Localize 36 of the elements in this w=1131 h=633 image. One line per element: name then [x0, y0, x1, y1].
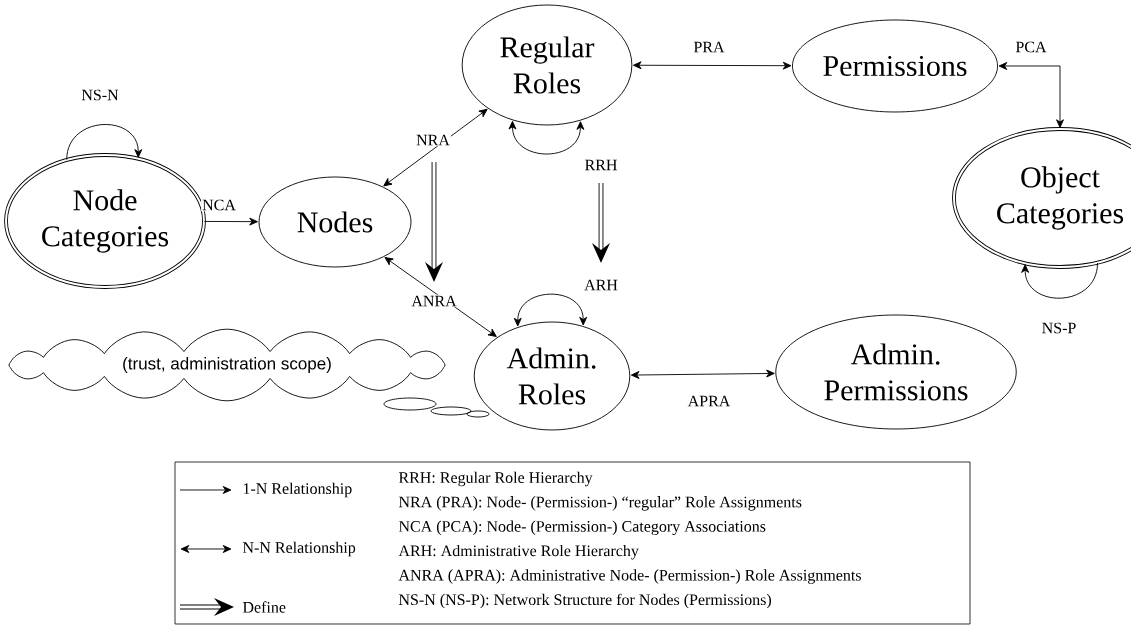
edge-label: NS-N — [80, 88, 120, 102]
ellipse-node: Regular Roles — [461, 4, 633, 126]
legend-description: NRA (PRA): Node- (Permission-) “regular” Role Assignments — [398, 496, 802, 511]
edge-label: PCA — [1014, 40, 1048, 54]
edge-label: ARH — [583, 278, 619, 292]
arrow — [632, 61, 792, 70]
edge-label: APRA — [686, 394, 732, 408]
legend-description: NCA (PCA): Node- (Permission-) Category Associations — [398, 520, 766, 536]
legend-description: ARH: Administrative Role Hierarchy — [398, 544, 639, 560]
thought-cloud: (trust, administration scope) — [8, 328, 490, 418]
ellipse-node: Admin. Permissions — [775, 314, 1017, 430]
edge-label: PRA — [692, 40, 726, 54]
legend-text: N-N Relationship — [242, 541, 356, 557]
arrow — [204, 217, 258, 226]
arrow — [508, 120, 585, 155]
ellipse-node: Nodes — [258, 176, 412, 268]
edge-label: NS-P — [1040, 321, 1078, 335]
legend-description: RRH: Regular Role Hierarchy — [398, 471, 593, 487]
arrow — [998, 62, 1064, 128]
arrow — [383, 108, 488, 187]
arrow — [1021, 262, 1098, 299]
arrow — [630, 369, 775, 379]
edge-label: ANRA — [410, 294, 458, 308]
edge-label: NCA — [201, 198, 237, 212]
arrow — [66, 124, 143, 161]
legend-description: NS-N (NS-P): Network Structure for Nodes (Permissions) — [398, 593, 772, 609]
arrow — [513, 293, 588, 327]
legend-description: ANRA (APRA): Administrative Node- (Permission-) Role Assignments — [398, 569, 861, 584]
double-ellipse-node: Object Categories — [952, 127, 1131, 269]
edge-label: NRA — [415, 133, 451, 147]
legend-text: Define — [242, 601, 286, 613]
legend-text: 1-N Relationship — [243, 482, 352, 498]
edge-label: RRH — [583, 158, 619, 172]
ellipse-node: Admin. Roles — [473, 321, 631, 431]
arrow — [384, 257, 497, 337]
ellipse-node: Permissions — [792, 19, 998, 113]
